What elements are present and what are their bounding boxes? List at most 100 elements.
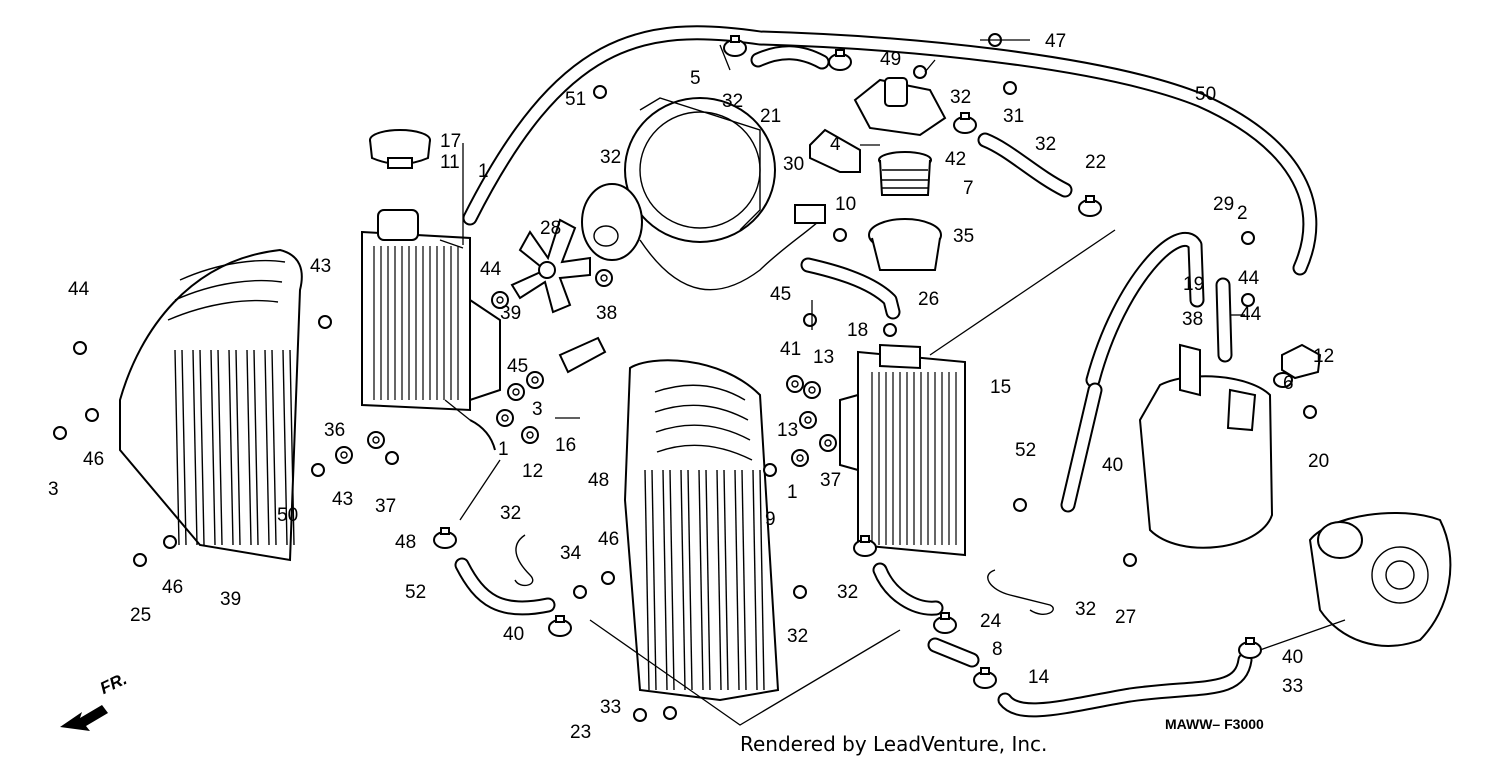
callout-16: 16 xyxy=(555,435,576,456)
callout-32: 32 xyxy=(950,87,971,108)
callout-46: 46 xyxy=(83,449,104,470)
callout-38: 38 xyxy=(596,303,617,324)
callout-4: 4 xyxy=(830,134,841,155)
callout-21: 21 xyxy=(760,106,781,127)
callout-32: 32 xyxy=(787,626,808,647)
callout-12: 12 xyxy=(522,461,543,482)
callout-13: 13 xyxy=(813,347,834,368)
fan-shroud xyxy=(624,97,776,243)
callout-39: 39 xyxy=(220,589,241,610)
clip-27 xyxy=(987,569,1054,615)
callout-1: 1 xyxy=(787,482,798,503)
callout-45: 45 xyxy=(770,284,791,305)
callout-24: 24 xyxy=(980,611,1002,632)
callout-27: 27 xyxy=(1115,607,1136,628)
callout-7: 7 xyxy=(963,178,974,199)
callout-17: 17 xyxy=(440,131,461,152)
callout-10: 10 xyxy=(835,194,856,215)
washer-16 xyxy=(1273,372,1293,388)
callout-18: 18 xyxy=(847,320,868,341)
callout-14: 14 xyxy=(1028,667,1050,688)
callout-39: 39 xyxy=(500,303,521,324)
callout-46: 46 xyxy=(598,529,619,550)
water-pump xyxy=(1308,511,1452,647)
leader-lines xyxy=(439,39,1346,726)
hose-19-lower xyxy=(1060,382,1103,513)
callout-8: 8 xyxy=(992,639,1003,660)
callout-52: 52 xyxy=(405,582,426,603)
callout-46: 46 xyxy=(162,577,183,598)
callout-42: 42 xyxy=(945,149,966,170)
callout-1: 1 xyxy=(478,161,489,182)
callout-30: 30 xyxy=(783,154,804,175)
left-shroud xyxy=(119,248,303,562)
callout-33: 33 xyxy=(600,697,621,718)
callout-3: 3 xyxy=(48,479,59,500)
callout-34: 34 xyxy=(560,543,582,564)
callout-35: 35 xyxy=(953,226,974,247)
callout-22: 22 xyxy=(1085,152,1106,173)
callout-23: 23 xyxy=(570,722,591,743)
hose-23 xyxy=(997,652,1253,718)
reserve-tank xyxy=(1138,343,1274,549)
callout-45: 45 xyxy=(507,356,528,377)
hose-14 xyxy=(927,637,980,668)
callout-44: 44 xyxy=(480,259,502,280)
callout-26: 26 xyxy=(918,289,939,310)
callout-37: 37 xyxy=(375,496,396,517)
callout-11: 11 xyxy=(440,152,460,173)
callout-43: 43 xyxy=(332,489,353,510)
hose-26 xyxy=(800,257,901,320)
callout-32: 32 xyxy=(500,503,521,524)
callout-41: 41 xyxy=(780,339,801,360)
hose-21 xyxy=(750,45,830,70)
callout-19: 19 xyxy=(1183,274,1204,295)
front-arrow-icon xyxy=(60,705,108,731)
callout-33: 33 xyxy=(1282,676,1303,697)
callout-32: 32 xyxy=(1035,134,1056,155)
callout-49: 49 xyxy=(880,49,901,70)
bracket xyxy=(809,128,861,173)
callout-47: 47 xyxy=(1045,31,1066,52)
diagram-code: MAWW– F3000 xyxy=(1165,716,1264,732)
callout-44: 44 xyxy=(1240,304,1262,325)
callout-52: 52 xyxy=(1015,440,1036,461)
callout-48: 48 xyxy=(395,532,416,553)
callout-32: 32 xyxy=(722,91,743,112)
callout-40: 40 xyxy=(1282,647,1303,668)
callout-38: 38 xyxy=(1182,309,1203,330)
radiator-cap xyxy=(369,129,431,169)
callout-6: 6 xyxy=(1283,373,1294,394)
callout-50: 50 xyxy=(277,505,298,526)
hose-18 xyxy=(1215,277,1233,363)
small-parts xyxy=(53,33,1317,722)
clip-34 xyxy=(514,534,534,587)
hose-17 xyxy=(462,25,1318,276)
callout-36: 36 xyxy=(324,420,345,441)
callout-32: 32 xyxy=(837,582,858,603)
fan-motor xyxy=(581,183,826,291)
callout-9: 9 xyxy=(765,509,776,530)
callout-29: 29 xyxy=(1213,194,1234,215)
callout-44: 44 xyxy=(1238,268,1260,289)
callout-48: 48 xyxy=(588,470,609,491)
callout-20: 20 xyxy=(1308,451,1329,472)
callout-37: 37 xyxy=(820,470,841,491)
callout-5: 5 xyxy=(690,68,701,89)
callout-28: 28 xyxy=(540,218,561,239)
callout-51: 51 xyxy=(565,89,586,110)
hose-22 xyxy=(977,132,1073,198)
callout-50: 50 xyxy=(1195,84,1216,105)
callout-15: 15 xyxy=(990,377,1011,398)
callout-1: 1 xyxy=(498,439,509,460)
callout-3: 3 xyxy=(532,399,543,420)
callout-44: 44 xyxy=(68,279,90,300)
right-radiator xyxy=(839,343,966,557)
callout-43: 43 xyxy=(310,256,331,277)
callout-32: 32 xyxy=(1075,599,1096,620)
credit-text: Rendered by LeadVenture, Inc. xyxy=(740,732,1048,756)
callout-31: 31 xyxy=(1003,106,1024,127)
callout-32: 32 xyxy=(600,147,621,168)
